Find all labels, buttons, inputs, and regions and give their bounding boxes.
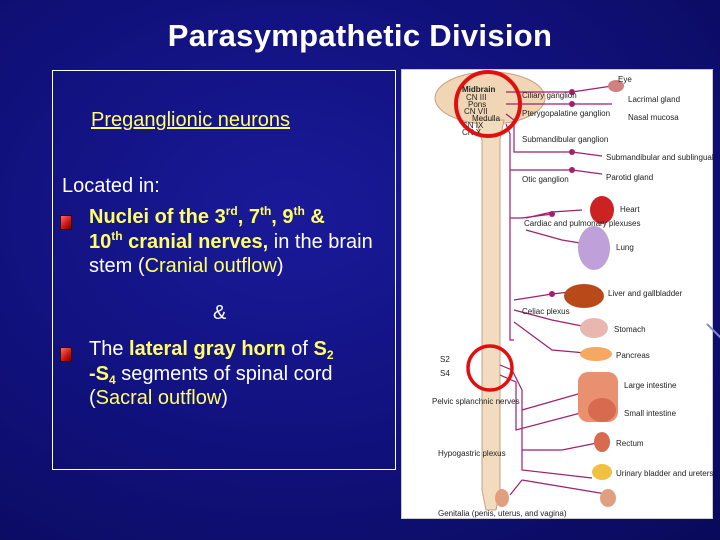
liver-shape [564, 284, 604, 308]
rectum-shape [594, 432, 610, 452]
ganglia-dots [549, 89, 575, 297]
ampersand: & [213, 302, 227, 324]
text-box: Preganglionic neurons Located in: Nuclei… [52, 70, 396, 470]
lung-shape [578, 226, 610, 270]
heart-shape [590, 196, 614, 224]
label-pancreas: Pancreas [616, 351, 650, 360]
small-intestine-shape [588, 398, 616, 422]
spinal-cord [475, 119, 505, 511]
label-cn7: CN VII [464, 107, 488, 116]
subtitle: Preganglionic neurons [91, 109, 291, 131]
label-pterygopalatine-ganglion: Pterygopalatine ganglion [522, 109, 610, 118]
located-in-label: Located in: [62, 175, 160, 197]
label-rectum: Rectum [616, 439, 644, 448]
label-lacrimal: Lacrimal gland [628, 95, 680, 104]
label-s4: S4 [440, 369, 450, 378]
label-otic-ganglion: Otic ganglion [522, 175, 569, 184]
label-lung: Lung [616, 243, 634, 252]
label-urinary-bladder: Urinary bladder and ureters [616, 469, 713, 478]
label-hypogastric-plexus: Hypogastric plexus [438, 449, 506, 458]
bullet-icon [60, 215, 72, 230]
label-pons: Pons [468, 100, 486, 109]
bullet-cranial: Nuclei of the 3rd, 7th, 9th & 10th crani… [89, 204, 373, 277]
label-cn3: CN III [466, 93, 486, 102]
label-heart: Heart [620, 205, 640, 214]
label-liver: Liver and gallbladder [608, 289, 683, 298]
label-pelvic-splanchnic: Pelvic splanchnic nerves [432, 397, 520, 406]
label-ciliary-ganglion: Ciliary ganglion [522, 91, 577, 100]
label-stomach: Stomach [614, 325, 646, 334]
slide-title: Parasympathetic Division [167, 18, 553, 53]
stomach-shape [580, 318, 608, 338]
highlight-circle-brainstem [454, 70, 522, 138]
diagram-svg: Midbrain CN III Pons CN VII Medulla CN I… [432, 70, 714, 518]
bladder-shape [592, 464, 612, 480]
label-nasal: Nasal mucosa [628, 113, 679, 122]
label-cn9: CN IX [462, 121, 484, 130]
label-genitalia: Genitalia (penis, uterus, and vagina) [438, 509, 567, 518]
label-submandibular-ganglion: Submandibular ganglion [522, 135, 608, 144]
label-submandibular-glands: Submandibular and sublingual glands [606, 153, 714, 162]
bullet-icon [60, 347, 72, 362]
label-s2: S2 [440, 355, 450, 364]
genitalia-shape-right [600, 489, 616, 507]
eye-shape [608, 80, 624, 92]
label-large-intestine: Large intestine [624, 381, 677, 390]
label-eye: Eye [618, 75, 632, 84]
label-midbrain: Midbrain [462, 85, 495, 94]
pancreas-shape [580, 347, 612, 361]
label-celiac-plexus: Celiac plexus [522, 307, 570, 316]
parasympathetic-diagram: Midbrain CN III Pons CN VII Medulla CN I… [401, 69, 714, 519]
label-small-intestine: Small intestine [624, 409, 677, 418]
bullet-sacral: The lateral gray horn of S2 -S4 segments… [89, 338, 334, 409]
genitalia-shape-left [495, 489, 509, 507]
highlight-circle-sacral [466, 344, 514, 392]
label-parotid: Parotid gland [606, 173, 653, 182]
label-medulla: Medulla [472, 114, 501, 123]
label-cardiac-plexus: Cardiac and pulmonary plexuses [524, 219, 641, 228]
